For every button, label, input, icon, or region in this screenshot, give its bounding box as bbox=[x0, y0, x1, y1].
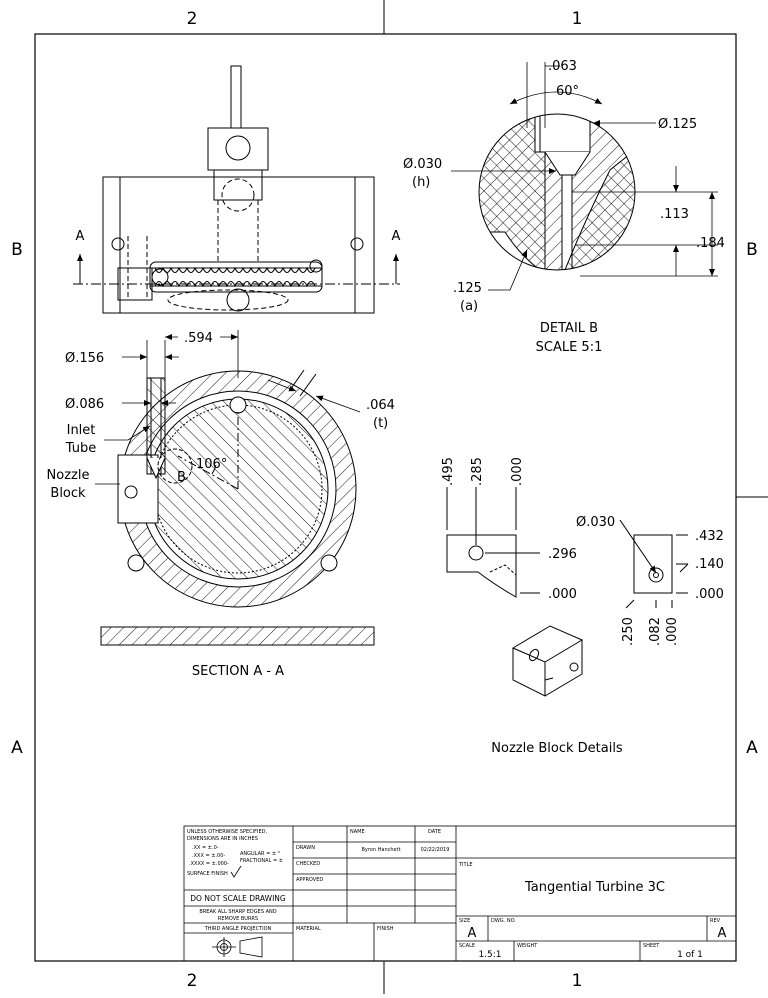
dim-dia-156: Ø.156 bbox=[65, 351, 104, 366]
third-angle-projection-icon bbox=[212, 936, 263, 958]
tb-projection: THIRD ANGLE PROJECTION bbox=[204, 926, 272, 932]
zone-label-right-b: B bbox=[746, 240, 758, 260]
zone-label-top-2: 2 bbox=[187, 9, 198, 29]
tb-hdr-date: DATE bbox=[428, 829, 441, 835]
drawing-title: Tangential Turbine 3C bbox=[524, 880, 665, 895]
tb-tol-xx: .XX = ±.0- bbox=[192, 845, 219, 851]
ord-000-bottom: .000 bbox=[665, 617, 680, 646]
tb-size-label: SIZE bbox=[459, 918, 470, 924]
tb-rev-label: REV bbox=[710, 918, 721, 924]
tb-scale: 1.5:1 bbox=[478, 950, 501, 960]
tb-drawn-date: 02/22/2019 bbox=[421, 847, 450, 853]
dim-064: .064 bbox=[366, 398, 395, 413]
ord-082: .082 bbox=[648, 617, 663, 646]
tb-notes-1: UNLESS OTHERWISE SPECIFIED, bbox=[187, 829, 267, 835]
front-view bbox=[73, 65, 400, 314]
zone-label-top-1: 1 bbox=[572, 9, 583, 29]
ord-000-top: .000 bbox=[510, 457, 525, 486]
angle-60: 60° bbox=[556, 84, 579, 99]
tb-break-edges-1: BREAK ALL SHARP EDGES AND bbox=[199, 909, 276, 915]
dim-184: .184 bbox=[696, 236, 725, 251]
detail-callout-b: B bbox=[177, 470, 186, 485]
dim-dia-125: Ø.125 bbox=[658, 117, 697, 132]
label-tube: Tube bbox=[65, 441, 96, 456]
dim-125-tag: (a) bbox=[460, 299, 478, 314]
dim-dia-030-detail: Ø.030 bbox=[403, 157, 442, 172]
title-block bbox=[183, 825, 737, 962]
ord-000-mid: .000 bbox=[548, 587, 577, 602]
ord-250: .250 bbox=[621, 617, 636, 646]
section-caption: SECTION A - A bbox=[192, 664, 284, 679]
tb-weight-label: WEIGHT bbox=[517, 943, 538, 949]
coil-band bbox=[149, 259, 323, 293]
nozzle-details bbox=[446, 487, 689, 697]
tb-row-checked: CHECKED bbox=[296, 861, 320, 867]
section-view bbox=[100, 369, 375, 646]
tb-tol-xxxx: .XXXX = ±.000- bbox=[189, 861, 229, 867]
dim-125: .125 bbox=[453, 281, 482, 296]
tb-notes-2: DIMENSIONS ARE IN INCHES bbox=[187, 836, 258, 842]
detail-dims bbox=[451, 62, 718, 291]
zone-label-right-a: A bbox=[746, 738, 758, 758]
ord-000-right: .000 bbox=[695, 587, 724, 602]
ord-296: .296 bbox=[548, 547, 577, 562]
nozzle-details-caption: Nozzle Block Details bbox=[491, 741, 623, 756]
tb-hdr-name: NAME bbox=[350, 829, 365, 835]
tb-dwg-no-label: DWG. NO. bbox=[491, 918, 516, 924]
dim-dia-086: Ø.086 bbox=[65, 397, 104, 412]
tb-row-drawn: DRAWN bbox=[296, 845, 315, 851]
tb-rev: A bbox=[718, 926, 727, 941]
tb-tol-xxx: .XXX = ±.00- bbox=[192, 853, 225, 859]
ord-140: .140 bbox=[695, 557, 724, 572]
ord-432: .432 bbox=[695, 529, 724, 544]
section-mark-left: A bbox=[76, 229, 85, 244]
section-dims bbox=[95, 330, 361, 485]
label-block: Block bbox=[50, 486, 86, 501]
ord-495: .495 bbox=[441, 457, 456, 486]
zone-label-left-a: A bbox=[11, 738, 23, 758]
dim-063: .063 bbox=[548, 59, 577, 74]
dim-dia-030-block: Ø.030 bbox=[576, 515, 615, 530]
tb-scale-label: SCALE bbox=[459, 943, 475, 949]
nozzle-block-iso bbox=[511, 625, 584, 697]
label-inlet: Inlet bbox=[67, 423, 96, 438]
zone-label-bottom-2: 2 bbox=[187, 971, 198, 991]
dim-113: .113 bbox=[660, 207, 689, 222]
ord-285: .285 bbox=[470, 457, 485, 486]
dim-594: .594 bbox=[184, 331, 213, 346]
dim-064-tag: (t) bbox=[373, 416, 388, 431]
detail-caption: DETAIL B bbox=[540, 321, 598, 336]
zone-label-bottom-1: 1 bbox=[572, 971, 583, 991]
tb-sheet-label: SHEET bbox=[643, 943, 660, 949]
tb-title-label: TITLE bbox=[458, 862, 473, 868]
tb-finish-label: FINISH bbox=[377, 926, 394, 932]
tb-drawn-by: Byron Hanchett bbox=[361, 847, 400, 853]
zone-label-left-b: B bbox=[11, 240, 23, 260]
tb-size: A bbox=[468, 926, 477, 941]
tb-tol-angular: ANGULAR = ± ° bbox=[240, 851, 281, 857]
angle-106: 106° bbox=[196, 457, 227, 472]
tb-tol-fractional: FRACTIONAL = ± bbox=[240, 858, 283, 864]
tb-surface-finish: SURFACE FINISH bbox=[187, 871, 228, 877]
tb-break-edges-2: REMOVE BURRS bbox=[218, 916, 258, 922]
detail-scale: SCALE 5:1 bbox=[536, 340, 603, 355]
tb-do-not-scale: DO NOT SCALE DRAWING bbox=[190, 894, 286, 903]
section-mark-right: A bbox=[392, 229, 401, 244]
tb-material-label: MATERIAL bbox=[296, 926, 321, 932]
label-nozzle: Nozzle bbox=[47, 468, 90, 483]
tb-row-approved: APPROVED bbox=[296, 877, 323, 883]
dim-dia-030-tag: (h) bbox=[412, 175, 430, 190]
tb-sheet: 1 of 1 bbox=[677, 950, 703, 960]
